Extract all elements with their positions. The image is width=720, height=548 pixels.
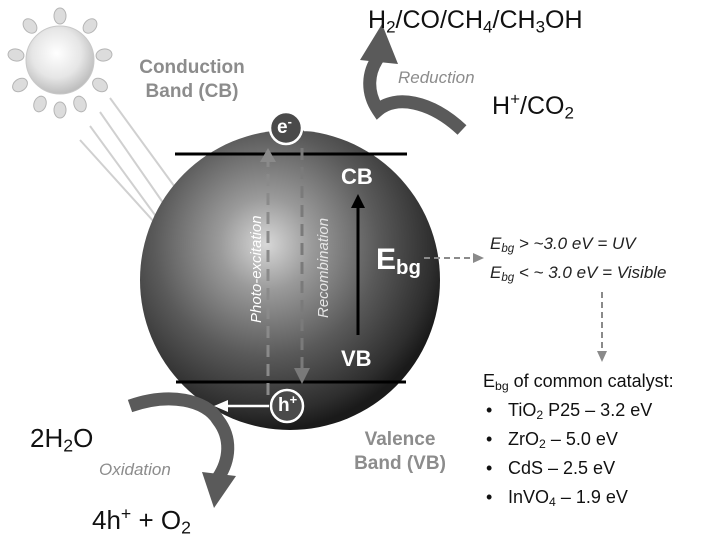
- catalyst-item: •InVO4 – 1.9 eV: [486, 487, 628, 510]
- catalyst-pointer-arrow: [597, 292, 607, 362]
- oxidation-curve-arrow: [127, 392, 236, 508]
- catalyst-list-title: Ebg of common catalyst:: [483, 371, 674, 394]
- band-gap-arrow: [351, 194, 365, 335]
- conduction-band-label: Conduction Band (CB): [139, 57, 245, 102]
- products-top: H2/CO/CH4/CH3OH: [368, 6, 583, 37]
- electron-symbol: e-: [277, 113, 292, 138]
- catalyst-item: •CdS – 2.5 eV: [486, 458, 616, 478]
- ebg-pointer-arrow: [424, 253, 484, 263]
- ebg-rule-visible: Ebg < ~ 3.0 eV = Visible: [490, 263, 667, 284]
- ebg-rule-uv: Ebg > ~3.0 eV = UV: [490, 234, 636, 255]
- sun-icon: [7, 7, 113, 119]
- recombination-arrow: [294, 148, 310, 384]
- ebg-label: Ebg: [376, 243, 421, 280]
- photo-excitation-label: Photo-excitation: [248, 215, 265, 323]
- reactants-bottom: 2H2O: [30, 423, 94, 456]
- products-bottom: 4h+ + O2: [92, 503, 191, 538]
- hole-symbol: h+: [278, 391, 298, 416]
- reactants-top: H+/CO2: [492, 89, 574, 123]
- catalyst-item: •ZrO2 – 5.0 eV: [486, 429, 618, 452]
- recombination-label: Recombination: [315, 217, 332, 318]
- vb-label: VB: [341, 346, 372, 371]
- electron-marker: [268, 110, 370, 146]
- catalyst-item: •TiO2 P25 – 3.2 eV: [486, 400, 653, 423]
- oxidation-label: Oxidation: [99, 460, 171, 479]
- reduction-label: Reduction: [398, 68, 475, 87]
- hole-marker: [214, 388, 305, 424]
- valence-band-label: Valence Band (VB): [354, 429, 446, 474]
- photocatalyst-particle: [140, 130, 440, 430]
- reduction-curve-arrow: [360, 24, 467, 135]
- cb-label: CB: [341, 164, 373, 189]
- photo-excitation-arrow: [260, 148, 276, 395]
